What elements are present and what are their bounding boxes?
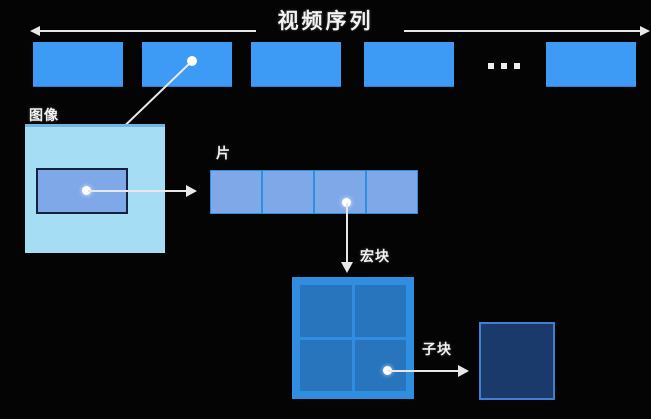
ellipsis-dot-2 (501, 63, 507, 69)
slice-cell-1 (211, 171, 261, 213)
sequence-ellipsis-icon (488, 63, 520, 69)
macroblock-quad-bottom-right (354, 339, 406, 391)
slice-label: 片 (216, 145, 231, 161)
macroblock-quad-top-right (354, 285, 406, 337)
video-frame-2 (142, 42, 232, 86)
macroblock (292, 277, 414, 399)
picture-label: 图像 (29, 107, 59, 123)
diagram-title: 视频序列 (277, 10, 374, 33)
sequence-arrow-left-head (30, 26, 40, 36)
picture-to-slice-line (88, 190, 188, 192)
subblock-label: 子块 (422, 341, 452, 357)
slice-to-macroblock-origin-dot (342, 198, 351, 207)
subblock (479, 322, 555, 400)
slice-bar (210, 170, 418, 214)
macroblock-label: 宏块 (360, 248, 390, 264)
slice-cell-2 (263, 171, 313, 213)
slice-to-macroblock-arrowhead (341, 262, 353, 273)
sequence-arrow-left-bar (38, 30, 256, 32)
sequence-arrow-right-bar (404, 30, 640, 32)
macroblock-to-subblock-arrowhead (458, 365, 469, 377)
macroblock-quad-top-left (300, 285, 352, 337)
slice-cell-4 (367, 171, 417, 213)
macroblock-to-subblock-line (388, 370, 460, 372)
sequence-arrow-right-head (640, 26, 650, 36)
macroblock-quad-bottom-left (300, 339, 352, 391)
video-frame-4 (364, 42, 454, 86)
macroblock-to-subblock-origin-dot (383, 366, 392, 375)
picture-to-slice-origin-dot (82, 186, 91, 195)
slice-cell-3 (315, 171, 365, 213)
ellipsis-dot-1 (488, 63, 494, 69)
picture-to-slice-arrowhead (186, 185, 197, 197)
video-frame-5 (546, 42, 636, 86)
video-frame-3 (251, 42, 341, 86)
slice-to-macroblock-line (346, 203, 348, 265)
video-frame-1 (33, 42, 123, 86)
ellipsis-dot-3 (514, 63, 520, 69)
